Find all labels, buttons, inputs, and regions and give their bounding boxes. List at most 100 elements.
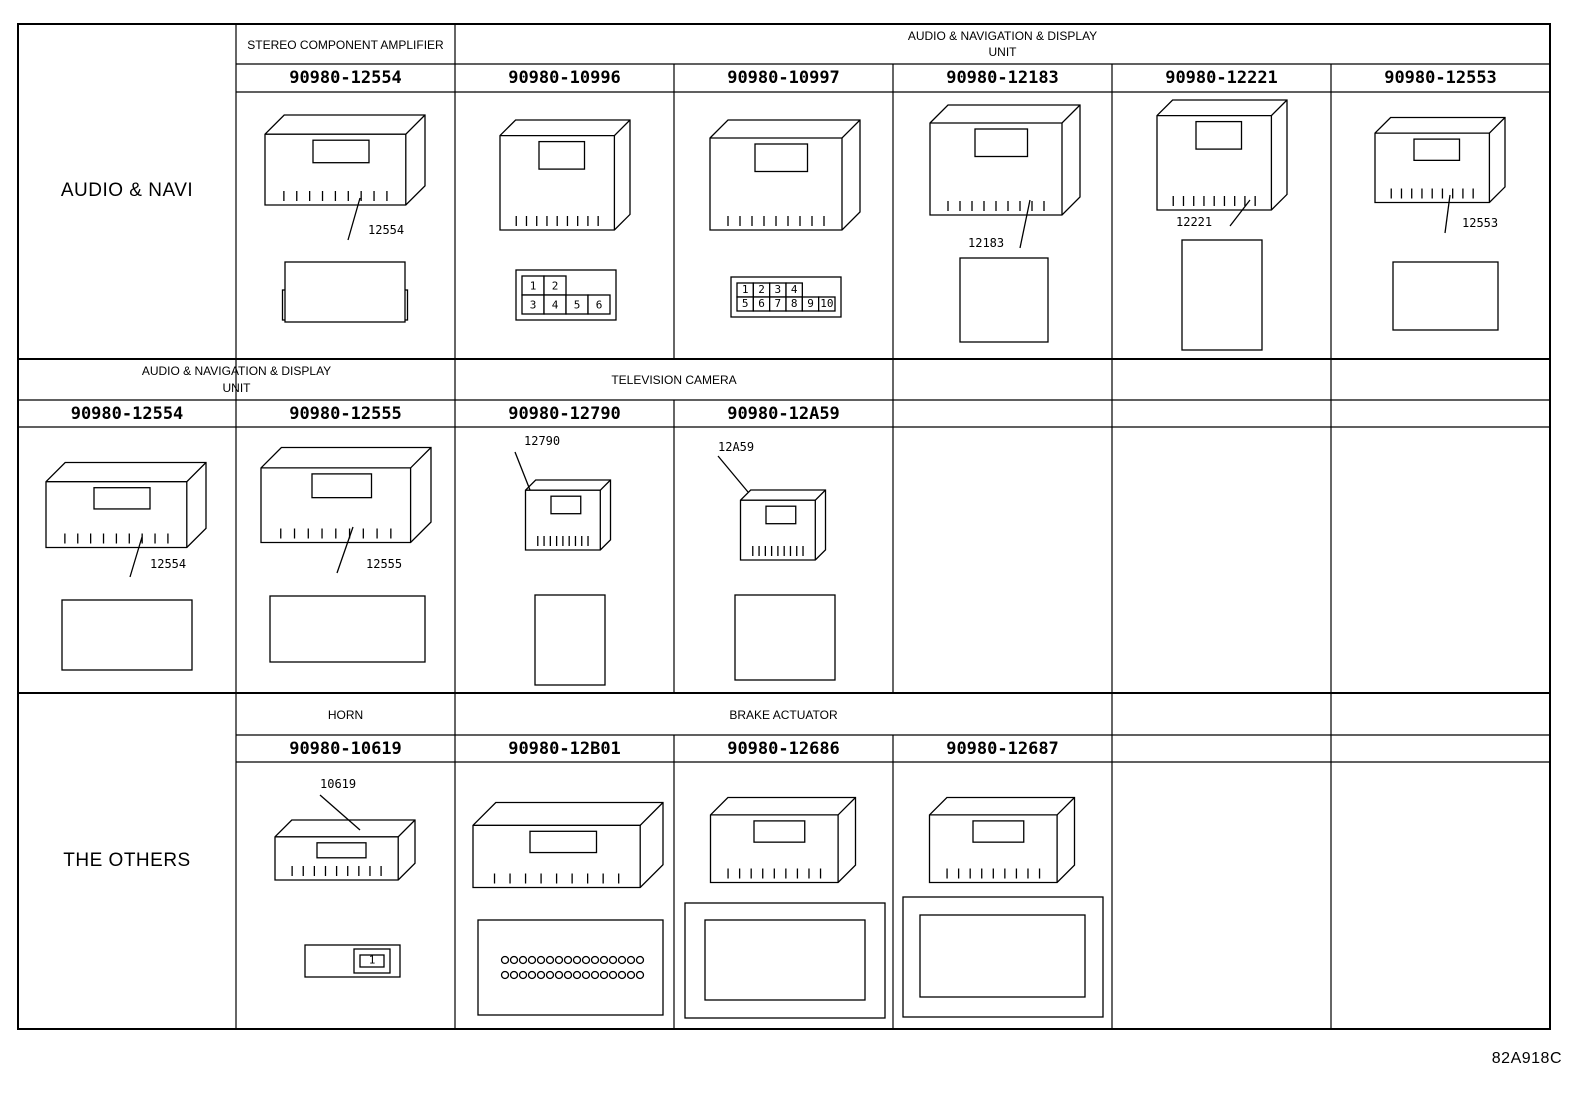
- pin-cell: [500, 955, 510, 965]
- pin-cell: [818, 296, 836, 312]
- leader-line: [319, 794, 361, 831]
- pin-cell: [509, 955, 519, 965]
- latch: [316, 842, 367, 859]
- leader-line: [336, 526, 354, 574]
- connector-shell: [61, 599, 193, 671]
- pin-cell: [608, 955, 618, 965]
- part-number: 90980-12553: [1384, 68, 1497, 88]
- leader-line: [1019, 199, 1031, 249]
- pin-number: 1: [530, 280, 537, 293]
- pin-cell: [554, 955, 564, 965]
- pin-cell: [500, 970, 510, 980]
- pin-number: 2: [552, 280, 559, 293]
- part-number: 90980-10619: [289, 739, 402, 759]
- pin-cell: [518, 970, 528, 980]
- latch: [754, 143, 809, 173]
- callout-label: 12183: [968, 236, 1005, 250]
- category-label-the-others: THE OTHERS: [63, 850, 191, 871]
- part-number: 90980-12554: [289, 68, 402, 88]
- pin-cell: [581, 955, 591, 965]
- callout-label: 12221: [1176, 215, 1213, 229]
- connector-housing: [929, 104, 1081, 216]
- pin-cell: [635, 970, 645, 980]
- connector-housing: [499, 119, 631, 231]
- connector-drawings: 1211109876543212423222120191817161514131…: [45, 99, 1506, 1019]
- callout-label: 12554: [368, 223, 405, 237]
- connector-shell: [269, 595, 426, 663]
- pin-number: 6: [758, 297, 765, 310]
- connector-housing: [524, 479, 612, 551]
- pin-cell: [635, 955, 645, 965]
- latch: [312, 139, 370, 164]
- part-number: 90980-12B01: [508, 739, 621, 759]
- group-title-unit-line: UNIT: [222, 381, 251, 395]
- pin-cell: [599, 955, 609, 965]
- pin-number: 1: [742, 283, 749, 296]
- pin-number: 4: [791, 283, 798, 296]
- part-number: 90980-12790: [508, 404, 621, 424]
- pin-cell: [518, 955, 528, 965]
- callout-label: 12790: [524, 434, 561, 448]
- callout-label: 12555: [366, 557, 403, 571]
- callout-label: 10619: [320, 777, 357, 791]
- connector-housing: [739, 489, 827, 561]
- group-title-audio-navigation-display-unit: AUDIO & NAVIGATION & DISPLAY: [141, 364, 332, 378]
- group-title-audio-navigation-display-unit: AUDIO & NAVIGATION & DISPLAY: [907, 29, 1098, 43]
- group-title-television-camera: TELEVISION CAMERA: [611, 373, 737, 387]
- pin-number: 5: [574, 299, 581, 312]
- part-number: 90980-12555: [289, 404, 402, 424]
- callout-label: 12A59: [718, 440, 755, 454]
- latch: [974, 128, 1029, 158]
- pin-number: 10: [820, 297, 833, 310]
- pin-cell: [617, 970, 627, 980]
- pin-cell: [608, 970, 618, 980]
- connector-housing: [1156, 99, 1288, 211]
- pin-cell: [563, 970, 573, 980]
- pin-cell: [545, 955, 555, 965]
- part-number: 90980-12686: [727, 739, 840, 759]
- pin-cell: [590, 955, 600, 965]
- pin-cell: [359, 954, 385, 968]
- latch: [311, 473, 373, 499]
- part-number: 90980-12554: [70, 404, 184, 424]
- connector-housing: [709, 119, 861, 231]
- leader-line: [717, 455, 749, 493]
- pin-number: 2: [758, 283, 765, 296]
- pin-number: 6: [596, 299, 603, 312]
- group-title-unit-line: UNIT: [988, 45, 1017, 59]
- connector-shell: [1392, 261, 1499, 331]
- connector-face: [477, 919, 664, 1016]
- pin-cell: [599, 970, 609, 980]
- category-label-audio-navi: AUDIO & NAVI: [60, 180, 194, 201]
- part-number: 90980-12687: [946, 739, 1059, 759]
- latch: [1195, 120, 1243, 150]
- pin-cell: [509, 970, 519, 980]
- group-title-stereo-component-amplifier: STEREO COMPONENT AMPLIFIER: [247, 38, 444, 52]
- pin-cell: [554, 970, 564, 980]
- latch: [550, 495, 582, 515]
- pin-number: 9: [807, 297, 814, 310]
- pin-cell: [587, 294, 611, 315]
- group-title-horn: HORN: [327, 708, 364, 722]
- pin-number: 4: [552, 299, 559, 312]
- latch: [765, 505, 797, 525]
- pin-number: 1: [369, 954, 376, 967]
- pin-number: 8: [791, 297, 798, 310]
- latch: [538, 140, 586, 170]
- diagram-code: 82A918C: [1491, 1050, 1562, 1067]
- pin-field: [704, 919, 866, 1001]
- latch: [972, 820, 1025, 843]
- callout-label: 12553: [1462, 216, 1499, 230]
- leader-line: [1229, 199, 1251, 227]
- group-title-brake-actuator: BRAKE ACTUATOR: [729, 708, 838, 722]
- part-number: 90980-12A59: [727, 404, 840, 424]
- latch: [753, 820, 806, 843]
- table-grid: [17, 23, 1551, 1030]
- pin-field: [919, 914, 1086, 998]
- pin-number: 7: [775, 297, 782, 310]
- part-number: 90980-10996: [508, 68, 621, 88]
- connector-shell: [734, 594, 836, 681]
- pin-cell: [536, 955, 546, 965]
- part-number: 90980-12183: [946, 68, 1059, 88]
